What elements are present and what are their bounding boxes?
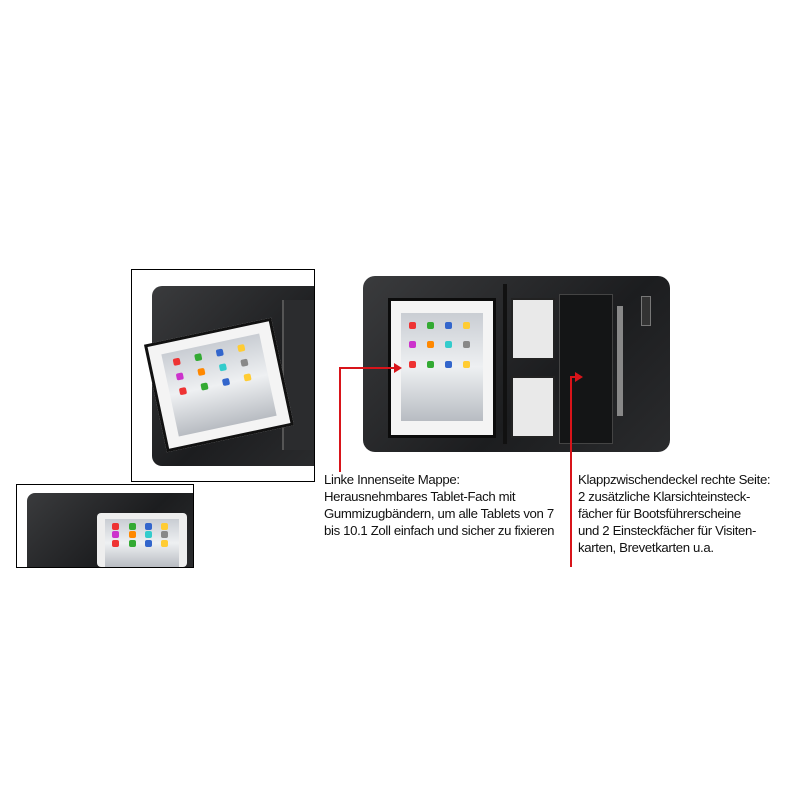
indicator-line-right-v [570, 377, 572, 567]
app-icon [172, 357, 181, 366]
app-icon [463, 321, 471, 329]
app-icon [445, 321, 453, 329]
app-icon [445, 360, 453, 368]
app-icon [144, 540, 152, 548]
caption-line: Herausnehmbares Tablet-Fach mit [324, 489, 516, 504]
caption-right: Klappzwischendeckel rechte Seite: 2 zusä… [578, 471, 771, 556]
app-icon [427, 341, 435, 349]
pen [617, 306, 623, 416]
folder-pocket [282, 300, 314, 450]
app-icon [221, 377, 231, 387]
app-icon [240, 358, 249, 367]
caption-left: Linke Innenseite Mappe: Herausnehmbares … [324, 471, 555, 539]
tablet-image [388, 298, 496, 438]
app-icon [243, 373, 252, 382]
app-icon [197, 367, 206, 376]
caption-line: Gummizugbändern, um alle Tablets von 7 [324, 506, 554, 521]
app-icon [445, 341, 453, 349]
app-icon [200, 382, 209, 391]
app-icon [144, 522, 152, 530]
app-icon [128, 540, 136, 548]
arrow-right-icon [575, 372, 583, 382]
caption-line: Linke Innenseite Mappe: [324, 472, 460, 487]
app-icon [215, 348, 224, 357]
app-icon [409, 341, 417, 349]
app-icon [178, 386, 188, 396]
caption-line: karten, Brevetkarten u.a. [578, 540, 714, 555]
indicator-line-left-h [339, 367, 395, 369]
license-pocket-bottom [511, 376, 555, 438]
app-icon [427, 321, 435, 329]
caption-line: bis 10.1 Zoll einfach und sicher zu fixi… [324, 523, 555, 538]
app-icon [175, 372, 184, 381]
app-icon [161, 531, 169, 539]
app-icon [463, 360, 471, 368]
detail-image-tablet-removed [131, 269, 315, 482]
main-product-photo [363, 276, 670, 452]
app-icon [161, 540, 169, 548]
caption-line: 2 zusätzliche Klarsichteinsteck- [578, 489, 751, 504]
license-pocket-top [511, 298, 555, 360]
app-icon [128, 522, 136, 530]
usb-stick [641, 296, 651, 326]
zipper-spine [503, 284, 507, 444]
app-icon [112, 540, 120, 548]
caption-line: Klappzwischendeckel rechte Seite: [578, 472, 771, 487]
app-icon [194, 352, 203, 362]
app-icon [112, 522, 120, 530]
app-icon [161, 522, 169, 530]
app-icon [128, 531, 136, 539]
app-icon [409, 321, 417, 329]
app-icon [237, 343, 246, 352]
indicator-line-right-h [570, 376, 576, 378]
caption-line: und 2 Einsteckfächer für Visiten- [578, 523, 757, 538]
app-icon [218, 362, 228, 372]
app-icon [144, 531, 152, 539]
tablet-image [97, 513, 187, 567]
indicator-line-left-v [339, 368, 341, 472]
card-flap [559, 294, 613, 444]
arrow-right-icon [394, 363, 402, 373]
app-icon [112, 531, 120, 539]
app-icon [427, 360, 435, 368]
app-icon [463, 341, 471, 349]
caption-line: fächer für Bootsführerscheine [578, 506, 741, 521]
detail-image-tablet-mounted [16, 484, 194, 568]
app-icon [409, 360, 417, 368]
